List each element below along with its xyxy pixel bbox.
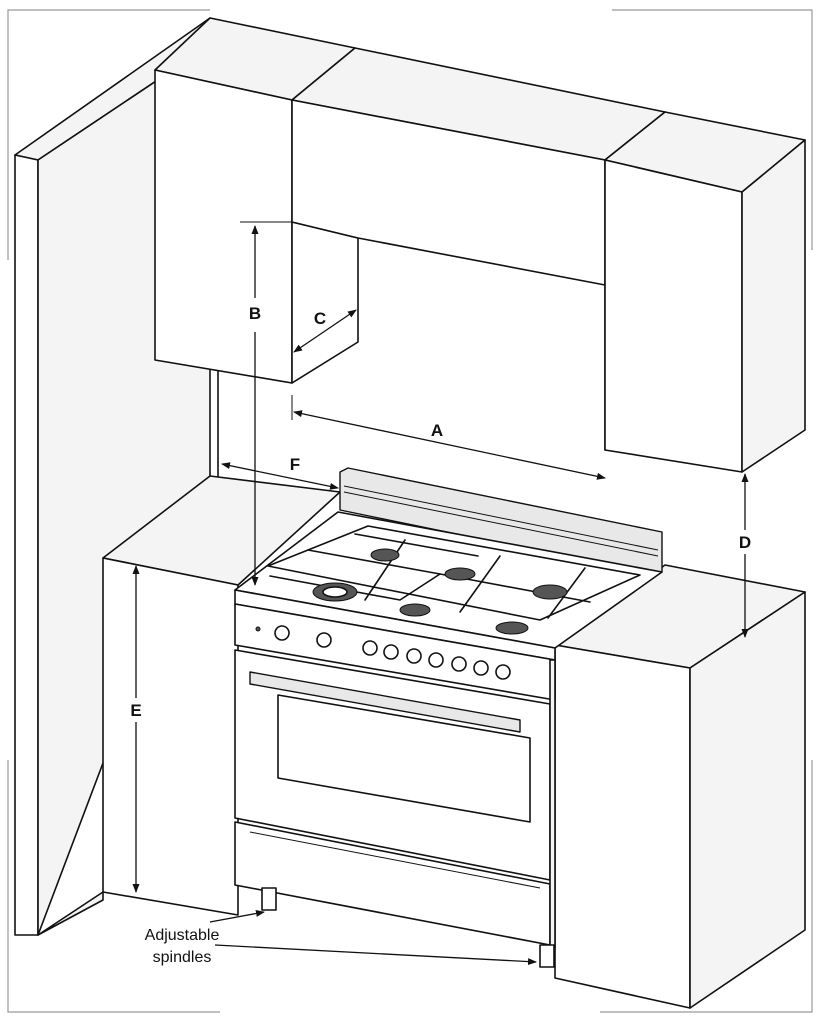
burners	[312, 548, 568, 635]
right-base-cabinet	[554, 564, 806, 1009]
adjustable-spindles	[261, 887, 555, 968]
control-knobs	[255, 625, 511, 680]
dimension-lines	[132, 221, 749, 966]
right-wall-cabinet	[604, 111, 806, 473]
label-d: D	[739, 533, 751, 552]
label-e: E	[130, 701, 141, 720]
label-c: C	[314, 309, 326, 328]
frame-corners	[7, 9, 813, 1013]
range-cooker	[234, 467, 663, 968]
label-f: F	[290, 455, 300, 474]
label-b: B	[249, 304, 261, 323]
dimension-labels: B C A F D E	[124, 300, 757, 722]
label-a: A	[431, 421, 443, 440]
middle-wall-cabinet	[291, 47, 666, 286]
callout-line-2: spindles	[153, 949, 212, 966]
callout-line-1: Adjustable	[145, 927, 220, 944]
spindles-callout: Adjustable spindles	[145, 927, 220, 966]
